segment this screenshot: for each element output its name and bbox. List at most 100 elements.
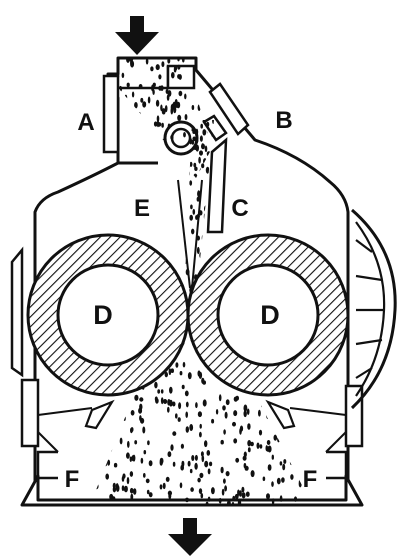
grain-particle	[149, 492, 153, 497]
grain-particle	[283, 459, 286, 464]
grain-particle	[147, 139, 150, 146]
grain-particle	[170, 444, 173, 451]
grain-particle	[307, 447, 311, 453]
grain-particle	[271, 481, 274, 487]
grain-particle	[185, 114, 188, 120]
grain-particle	[130, 488, 134, 494]
grain-particle	[258, 410, 261, 417]
grain-particle	[175, 103, 179, 108]
grain-particle	[223, 429, 226, 434]
grain-particle	[120, 438, 123, 445]
grain-particle	[130, 494, 133, 501]
grain-particle	[148, 97, 151, 104]
grain-particle	[308, 439, 312, 444]
grain-particle	[94, 465, 97, 472]
grain-particle	[130, 428, 133, 434]
grain-particle	[158, 160, 161, 166]
label-f-right: F	[303, 466, 318, 493]
grain-particle	[127, 441, 130, 448]
grain-particle	[232, 502, 235, 508]
grain-particle	[161, 389, 164, 393]
grain-particle	[155, 396, 158, 401]
grain-particle	[219, 394, 222, 401]
grain-particle	[224, 485, 227, 491]
grain-particle	[247, 409, 250, 415]
grain-particle	[167, 407, 170, 413]
grain-particle	[175, 413, 178, 418]
grain-particle	[301, 391, 305, 396]
grain-particle	[156, 64, 160, 70]
grain-particle	[122, 485, 125, 491]
grain-particle	[189, 180, 192, 185]
grain-particle	[247, 423, 250, 430]
grain-particle	[155, 135, 159, 142]
grain-particle	[197, 190, 200, 197]
grain-particle	[185, 156, 189, 161]
grain-particle	[169, 387, 173, 394]
grain-particle	[156, 156, 159, 162]
grain-particle	[307, 427, 311, 433]
grain-particle	[182, 385, 185, 389]
grain-particle	[202, 247, 206, 252]
grain-particle	[242, 492, 246, 498]
grain-particle	[307, 386, 309, 393]
grain-particle	[207, 450, 211, 456]
grain-particle	[160, 484, 163, 489]
grain-particle	[114, 173, 118, 178]
grain-particle	[186, 172, 189, 179]
grain-particle	[291, 449, 294, 454]
grain-particle	[205, 250, 209, 255]
grain-particle	[108, 447, 112, 452]
grain-particle	[186, 164, 190, 169]
grain-particle	[203, 117, 206, 123]
grain-particle	[200, 97, 203, 102]
grain-particle	[206, 56, 209, 61]
grain-particle	[202, 129, 206, 135]
grain-particle	[194, 463, 197, 470]
grain-particle	[195, 215, 198, 220]
grain-particle	[266, 446, 269, 452]
grain-particle	[140, 98, 143, 103]
grain-particle	[103, 418, 107, 424]
grain-particle	[165, 155, 169, 160]
grain-particle	[211, 487, 215, 494]
grain-particle	[198, 411, 202, 417]
grain-particle	[137, 169, 140, 175]
grain-particle	[138, 408, 142, 414]
grain-particle	[191, 229, 194, 235]
grain-particle	[142, 427, 145, 434]
grain-particle	[147, 440, 150, 445]
grain-particle	[266, 412, 270, 419]
grain-particle	[101, 442, 104, 448]
grain-particle	[206, 502, 209, 508]
grain-particle	[179, 91, 183, 96]
grain-particle	[188, 461, 191, 467]
grain-particle	[166, 173, 170, 180]
grain-particle	[204, 238, 207, 245]
grain-particle	[107, 441, 111, 446]
feed-gate-b	[204, 84, 248, 140]
grain-particle	[130, 471, 133, 477]
right-side-guard	[346, 212, 362, 446]
grain-particle	[189, 424, 193, 431]
label-f-left: F	[65, 466, 80, 493]
grain-particle	[178, 159, 181, 166]
grain-particle	[204, 213, 207, 220]
grain-particle	[221, 467, 224, 474]
grain-particle	[134, 440, 137, 444]
grain-particle	[190, 487, 194, 492]
grain-particle	[248, 447, 251, 452]
grain-particle	[200, 135, 203, 141]
grain-particle	[194, 174, 198, 179]
grain-particle	[125, 151, 129, 156]
grain-particle	[160, 458, 164, 464]
grain-particle	[261, 402, 264, 407]
grain-particle	[157, 121, 159, 128]
grain-particle	[124, 486, 128, 493]
grain-particle	[251, 470, 255, 477]
grain-particle	[146, 58, 149, 64]
grain-particle	[290, 459, 293, 465]
grain-particle	[232, 422, 236, 427]
grain-particle	[205, 146, 208, 153]
